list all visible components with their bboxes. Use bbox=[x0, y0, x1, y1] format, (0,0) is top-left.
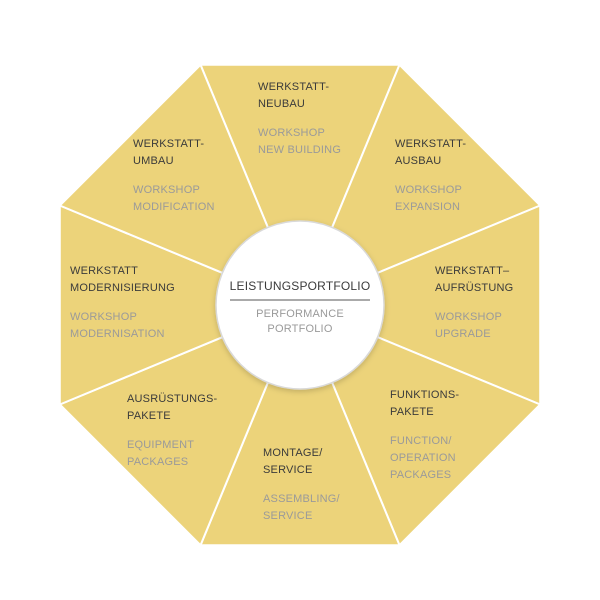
label-english-line: SERVICE bbox=[263, 510, 313, 522]
segment-label-modernisierung: WERKSTATT MODERNISIERUNG WORKSHOP MODERNISA… bbox=[70, 265, 175, 340]
segment-label-funktionspakete: FUNKTIONS- PAKETE FUNCTION/OPERATION PACKAG… bbox=[390, 389, 459, 481]
segment-label-umbau: WERKSTATT- UMBAU WORKSHOP MODIFICATION bbox=[133, 138, 215, 213]
label-german-line: SERVICE bbox=[263, 464, 313, 476]
label-german-line: AUSBAU bbox=[395, 155, 441, 167]
label-german-line: PAKETE bbox=[390, 406, 434, 418]
center-subtitle-line-1: PERFORMANCE bbox=[256, 308, 344, 320]
label-english-line: MODIFICATION bbox=[133, 201, 215, 213]
segment-label-aufruestung: WERKSTATT– AUFRÜSTUNG WORKSHOP UPGRADE bbox=[435, 265, 513, 340]
label-english-line: WORKSHOP bbox=[395, 184, 462, 196]
label-german-line: AUSRÜSTUNGS- bbox=[127, 393, 218, 405]
label-german-line: PAKETE bbox=[127, 410, 171, 422]
segments-layer bbox=[58, 63, 542, 547]
label-german-line: NEUBAU bbox=[258, 98, 305, 110]
segment-label-ausbau: WERKSTATT- AUSBAU WORKSHOP EXPANSION bbox=[395, 138, 466, 213]
segment-label-neubau: WERKSTATT- NEUBAU WORKSHOP NEW BUILDING bbox=[258, 81, 341, 156]
label-english-line: WORKSHOP bbox=[258, 127, 325, 139]
label-english-line: MODERNISATION bbox=[70, 328, 165, 340]
center-circle bbox=[215, 220, 385, 390]
label-german-line: WERKSTATT- bbox=[258, 81, 329, 93]
segment-label-montage: MONTAGE/SERVICE ASSEMBLING/SERVICE bbox=[263, 447, 341, 522]
label-german-line: MODERNISIERUNG bbox=[70, 282, 175, 294]
label-german-line: FUNKTIONS- bbox=[390, 389, 459, 401]
label-german-line: WERKSTATT– bbox=[435, 265, 510, 277]
label-german-line: WERKSTATT- bbox=[133, 138, 204, 150]
label-english-line: EXPANSION bbox=[395, 201, 460, 213]
label-english-line: PACKAGES bbox=[127, 456, 188, 468]
label-german-line: AUFRÜSTUNG bbox=[435, 282, 513, 294]
label-english-line: UPGRADE bbox=[435, 328, 491, 340]
label-german-line: MONTAGE/ bbox=[263, 447, 323, 459]
label-english-line: NEW BUILDING bbox=[258, 144, 341, 156]
center-title: LEISTUNGSPORTFOLIO bbox=[230, 279, 371, 293]
center-hub: LEISTUNGSPORTFOLIO PERFORMANCE PORTFOLIO bbox=[215, 220, 385, 390]
label-english-line: PACKAGES bbox=[390, 469, 451, 481]
label-english-line: WORKSHOP bbox=[70, 311, 137, 323]
label-english-line: WORKSHOP bbox=[435, 311, 502, 323]
segment-label-ausruestungspakete: AUSRÜSTUNGS- PAKETE EQUIPMENT PACKAGES bbox=[127, 393, 218, 468]
center-subtitle-line-2: PORTFOLIO bbox=[267, 323, 332, 335]
label-english-line: FUNCTION/ bbox=[390, 435, 452, 447]
segment-umbau bbox=[58, 63, 301, 306]
label-english-line: EQUIPMENT bbox=[127, 439, 194, 451]
label-english-line: WORKSHOP bbox=[133, 184, 200, 196]
label-german-line: WERKSTATT bbox=[70, 265, 138, 277]
label-english-line: ASSEMBLING/ bbox=[263, 493, 341, 505]
label-german-line: UMBAU bbox=[133, 155, 174, 167]
label-german-line: WERKSTATT- bbox=[395, 138, 466, 150]
label-english-line: OPERATION bbox=[390, 452, 456, 464]
